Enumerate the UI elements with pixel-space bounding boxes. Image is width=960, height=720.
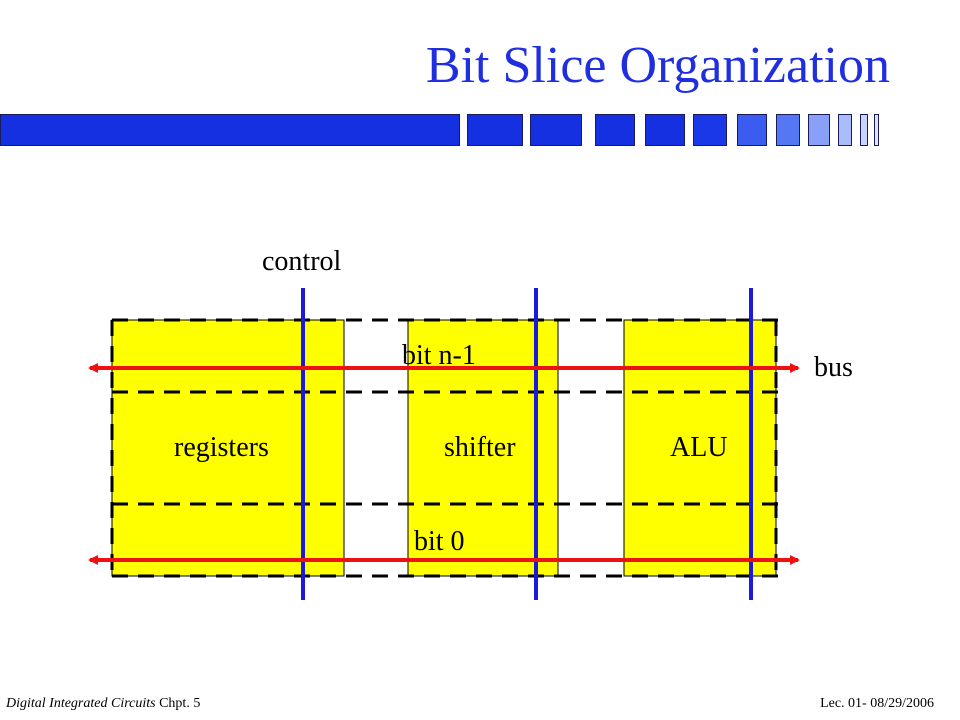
footer-course-name: Digital Integrated Circuits — [6, 696, 156, 711]
title-bar-segment — [530, 114, 582, 146]
title-bar-segment — [693, 114, 727, 146]
title-bar-segment — [776, 114, 800, 146]
registers-block — [111, 319, 345, 577]
title-bar-segment — [860, 114, 868, 146]
bit-slice-outline — [110, 318, 778, 578]
alu-label: ALU — [670, 432, 728, 463]
bit-bottom-label: bit 0 — [414, 526, 465, 557]
shifter-block — [407, 319, 559, 577]
title-bar-segment — [467, 114, 523, 146]
title-bar-segment — [0, 114, 460, 146]
title-bar-segment — [874, 114, 879, 146]
title-bar-segment — [595, 114, 635, 146]
footer-chapter: Chpt. 5 — [159, 696, 201, 711]
title-bar-segment — [737, 114, 767, 146]
title-bar-segment — [808, 114, 830, 146]
bus-arrows — [88, 363, 800, 565]
bit-top-label: bit n-1 — [402, 340, 476, 371]
footer-lecture: Lec. 01- 08/29/2006 — [820, 696, 934, 711]
title-bar-segment — [645, 114, 685, 146]
control-label: control — [262, 246, 342, 277]
registers-label: registers — [174, 432, 269, 463]
shifter-label: shifter — [444, 432, 516, 463]
title-bar-segment — [838, 114, 852, 146]
slide-title: Bit Slice Organization — [425, 37, 890, 94]
bus-label: bus — [814, 352, 853, 383]
footer-course: Digital Integrated Circuits Chpt. 5 — [6, 696, 200, 712]
control-lines — [301, 288, 753, 600]
